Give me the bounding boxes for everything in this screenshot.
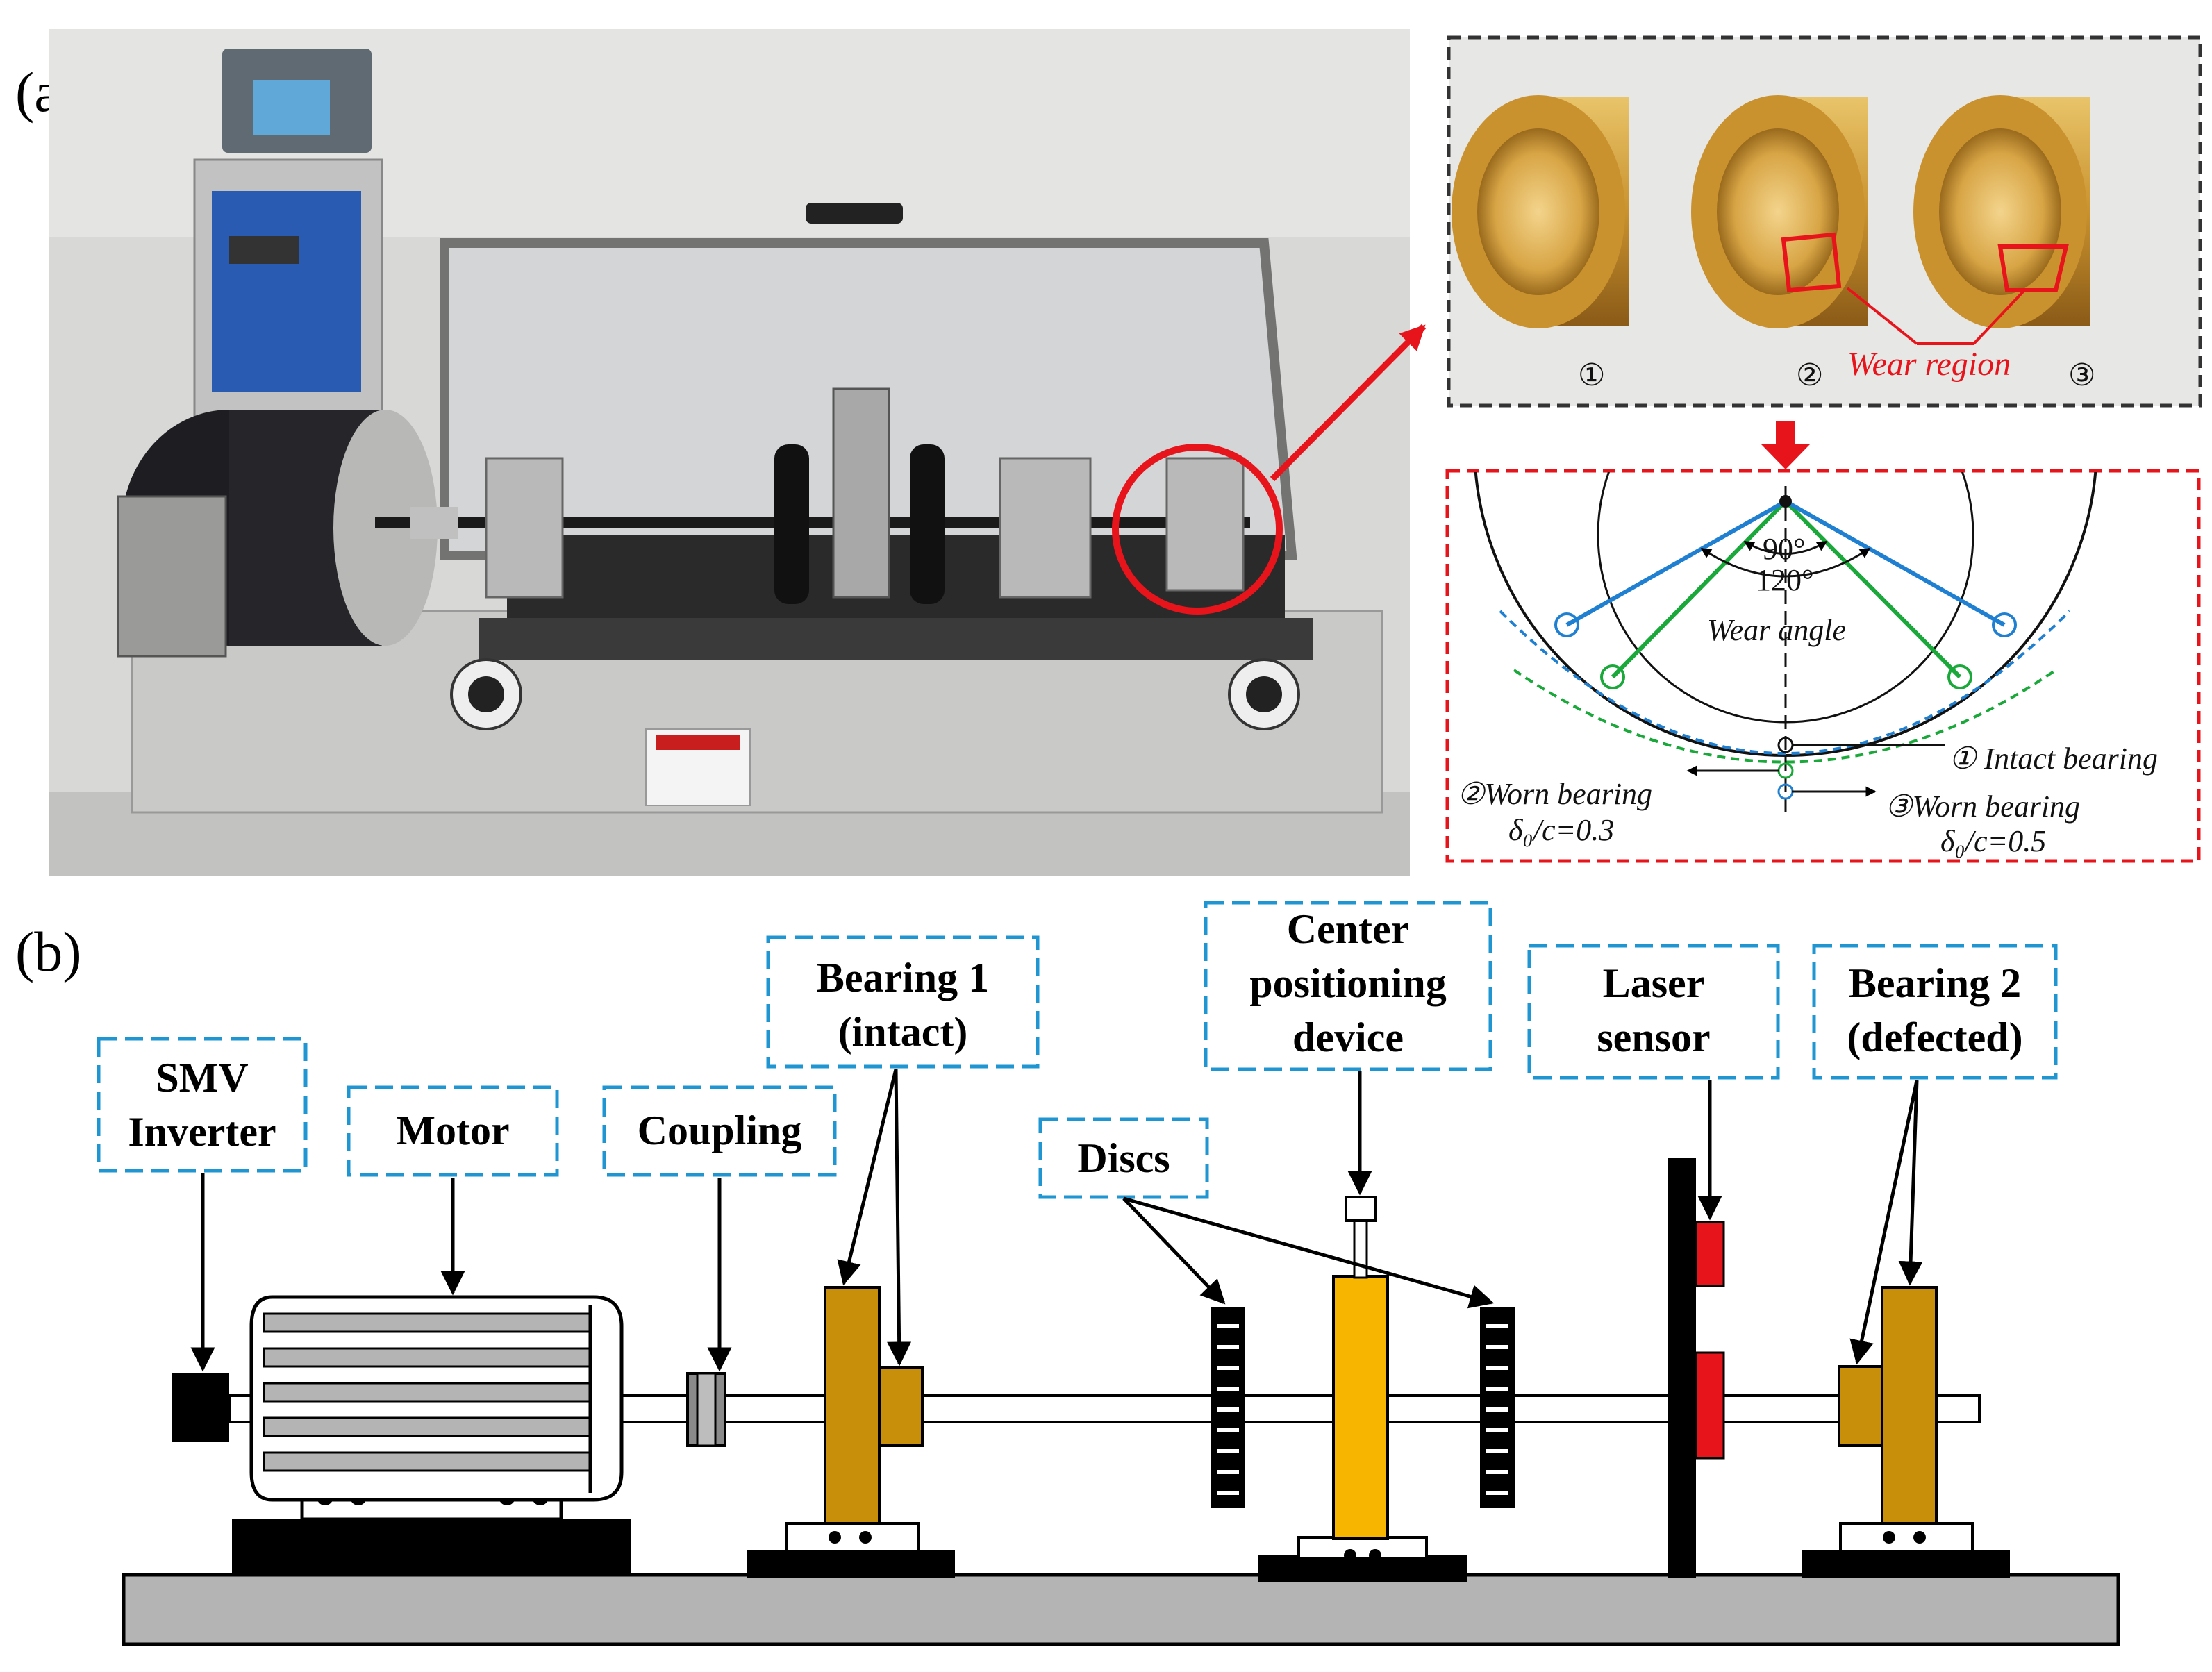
- wear-angle-label: Wear angle: [1707, 613, 1846, 647]
- center-positioning-drawing: [1258, 1196, 1467, 1582]
- panel-label-b: (b): [15, 920, 82, 983]
- ground-plate: [122, 1573, 2120, 1646]
- callout-box-smv: [97, 1037, 308, 1173]
- leader-arrows: [190, 1069, 1923, 1372]
- wear-region-label: Wear region: [1847, 346, 2011, 383]
- motor-drawing: [232, 1295, 631, 1576]
- bearing-1-label-line2: (intact): [838, 1009, 968, 1055]
- bearing-number-1: ①: [1578, 358, 1605, 393]
- motor-label: Motor: [396, 1107, 509, 1153]
- worn-bearing-2-value: δ₀/c=0.3: [1508, 813, 1614, 847]
- down-arrow-icon: [1761, 421, 1810, 469]
- smv-inverter-block: [172, 1373, 229, 1442]
- highlight-circle: [1112, 444, 1283, 615]
- bearing-number-3: ③: [2068, 358, 2095, 393]
- angle-90-label: 90°: [1763, 532, 1806, 566]
- disc-left: [1211, 1307, 1245, 1508]
- bearing-2-label-line1: Bearing 2: [1849, 960, 2021, 1006]
- coupling-drawing: [686, 1372, 726, 1447]
- center-label-line2: positioning: [1249, 960, 1446, 1006]
- discs-label: Discs: [1077, 1135, 1170, 1181]
- zoom-arrow: [1270, 324, 1427, 482]
- bearing-2-label-line2: (defected): [1847, 1014, 2022, 1060]
- callout-box-coupling: [602, 1085, 837, 1177]
- callout-box-discs: [1038, 1117, 1209, 1199]
- callout-box-center: [1204, 901, 1492, 1071]
- callout-box-bearing-2: [1812, 944, 2058, 1080]
- center-label-line1: Center: [1287, 906, 1410, 952]
- bearings-photo: [1447, 35, 2202, 408]
- bearing-1-drawing: [747, 1286, 955, 1578]
- callout-box-laser: [1527, 944, 1780, 1080]
- test-rig-photo: [49, 29, 1410, 876]
- laser-label-line2: sensor: [1597, 1014, 1710, 1060]
- worn-bearing-2-title: ②Worn bearing: [1457, 777, 1652, 811]
- worn-bearing-3-value: δ₀/c=0.5: [1940, 824, 2046, 858]
- wear-geometry-diagram: [1445, 469, 2201, 863]
- bearing-number-2: ②: [1796, 358, 1823, 393]
- disc-right: [1480, 1307, 1515, 1508]
- intact-bearing-label: ① Intact bearing: [1949, 742, 2158, 776]
- angle-120-label: 120°: [1756, 563, 1814, 597]
- bearing-1-label-line1: Bearing 1: [817, 955, 989, 1001]
- callout-box-bearing-1: [766, 935, 1040, 1069]
- center-label-line3: device: [1292, 1014, 1404, 1060]
- worn-bearing-3-title: ③Worn bearing: [1885, 789, 2080, 824]
- coupling-label: Coupling: [638, 1107, 802, 1153]
- laser-label-line1: Laser: [1603, 960, 1705, 1006]
- bearing-2-drawing: [1802, 1286, 2010, 1578]
- smv-label-line2: Inverter: [128, 1109, 276, 1155]
- callout-box-motor: [347, 1085, 559, 1177]
- smv-label-line1: SMV: [156, 1055, 248, 1101]
- laser-sensor-drawing: [1668, 1158, 1725, 1578]
